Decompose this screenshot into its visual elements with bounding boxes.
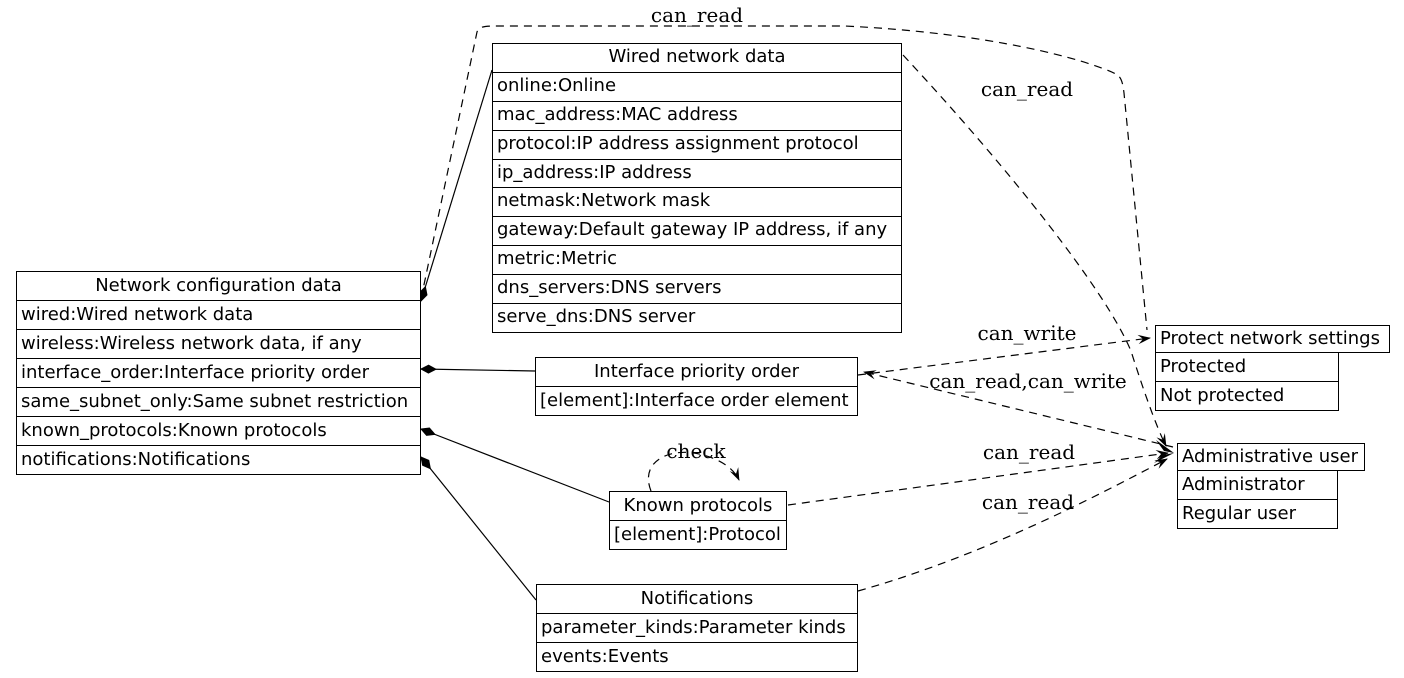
edge-label-can-read-known: can_read: [982, 440, 1076, 464]
edge-composition-notifications: [420, 456, 537, 601]
node-title: Known protocols: [623, 495, 773, 516]
node-administrative-user: Administrative user Administrator Regula…: [1177, 443, 1365, 529]
enum-value-protected: Protected: [1160, 356, 1247, 377]
field-serve-dns: serve_dns:DNS server: [493, 303, 901, 332]
edge-composition-known-protocols: [420, 427, 610, 503]
node-title: Wired network data: [608, 46, 786, 67]
arrowhead-cluster-prong: [1156, 440, 1174, 453]
edge-label-can-write: can_write: [977, 321, 1077, 345]
edge-can-read-wired: [902, 54, 1167, 447]
field-element: [element]:Interface order element: [536, 386, 857, 415]
edge-composition-interface-order: [420, 364, 536, 374]
edge-can-read-can-write: [863, 370, 1174, 448]
field-gateway: gateway:Default gateway IP address, if a…: [493, 216, 901, 245]
node-protect-network-settings: Protect network settings Protected Not p…: [1155, 325, 1390, 411]
field-same-subnet-only: same_subnet_only:Same subnet restriction: [17, 387, 420, 416]
edge-label-check: check: [666, 439, 726, 463]
node-network-configuration-data: Network configuration data wired:Wired n…: [16, 271, 421, 475]
field-interface-order: interface_order:Interface priority order: [17, 358, 420, 387]
field-metric: metric:Metric: [493, 245, 901, 274]
node-title: Network configuration data: [95, 275, 342, 296]
edge-label-can-read-top: can_read: [650, 3, 744, 27]
node-notifications: Notifications parameter_kinds:Parameter …: [536, 584, 858, 672]
field-wireless: wireless:Wireless network data, if any: [17, 329, 420, 358]
field-element: [element]:Protocol: [610, 520, 786, 549]
edge-can-read-notifications: [857, 458, 1168, 592]
edge-can-write: [857, 334, 1151, 376]
enum-value-regular-user: Regular user: [1178, 499, 1337, 528]
field-mac-address: mac_address:MAC address: [493, 100, 901, 130]
field-ip-address: ip_address:IP address: [493, 158, 901, 188]
edge-can-read-top: [420, 25, 1148, 331]
edge-label-can-read-can-write: can_read,can_write: [929, 369, 1127, 393]
node-title: Protect network settings: [1155, 325, 1390, 353]
node-wired-network-data: Wired network data online:Online mac_add…: [492, 43, 902, 333]
arrowhead-cluster-prong: [1154, 453, 1174, 463]
field-dns-servers: dns_servers:DNS servers: [493, 274, 901, 303]
field-known-protocols: known_protocols:Known protocols: [17, 416, 420, 445]
node-title: Interface priority order: [594, 361, 799, 382]
field-online: online:Online: [493, 71, 901, 101]
node-title: Notifications: [640, 588, 754, 609]
edge-label-can-read-notifications: can_read: [981, 490, 1075, 514]
node-known-protocols: Known protocols [element]:Protocol: [609, 491, 787, 550]
node-interface-priority-order: Interface priority order [element]:Inter…: [535, 357, 858, 416]
field-parameter-kinds: parameter_kinds:Parameter kinds: [537, 613, 857, 642]
node-title: Administrative user: [1177, 443, 1365, 471]
field-netmask: netmask:Network mask: [493, 187, 901, 216]
field-notifications: notifications:Notifications: [17, 445, 420, 474]
edge-composition-wired: [418, 69, 493, 302]
field-events: events:Events: [537, 642, 857, 671]
field-protocol: protocol:IP address assignment protocol: [493, 129, 901, 159]
field-wired: wired:Wired network data: [17, 300, 420, 329]
edge-can-read-known: [787, 449, 1169, 506]
edge-label-can-read-wired: can_read: [980, 77, 1074, 101]
edge-check-self-loop: [647, 451, 740, 492]
enum-value-administrator: Administrator: [1182, 474, 1305, 495]
enum-value-not-protected: Not protected: [1156, 381, 1338, 410]
